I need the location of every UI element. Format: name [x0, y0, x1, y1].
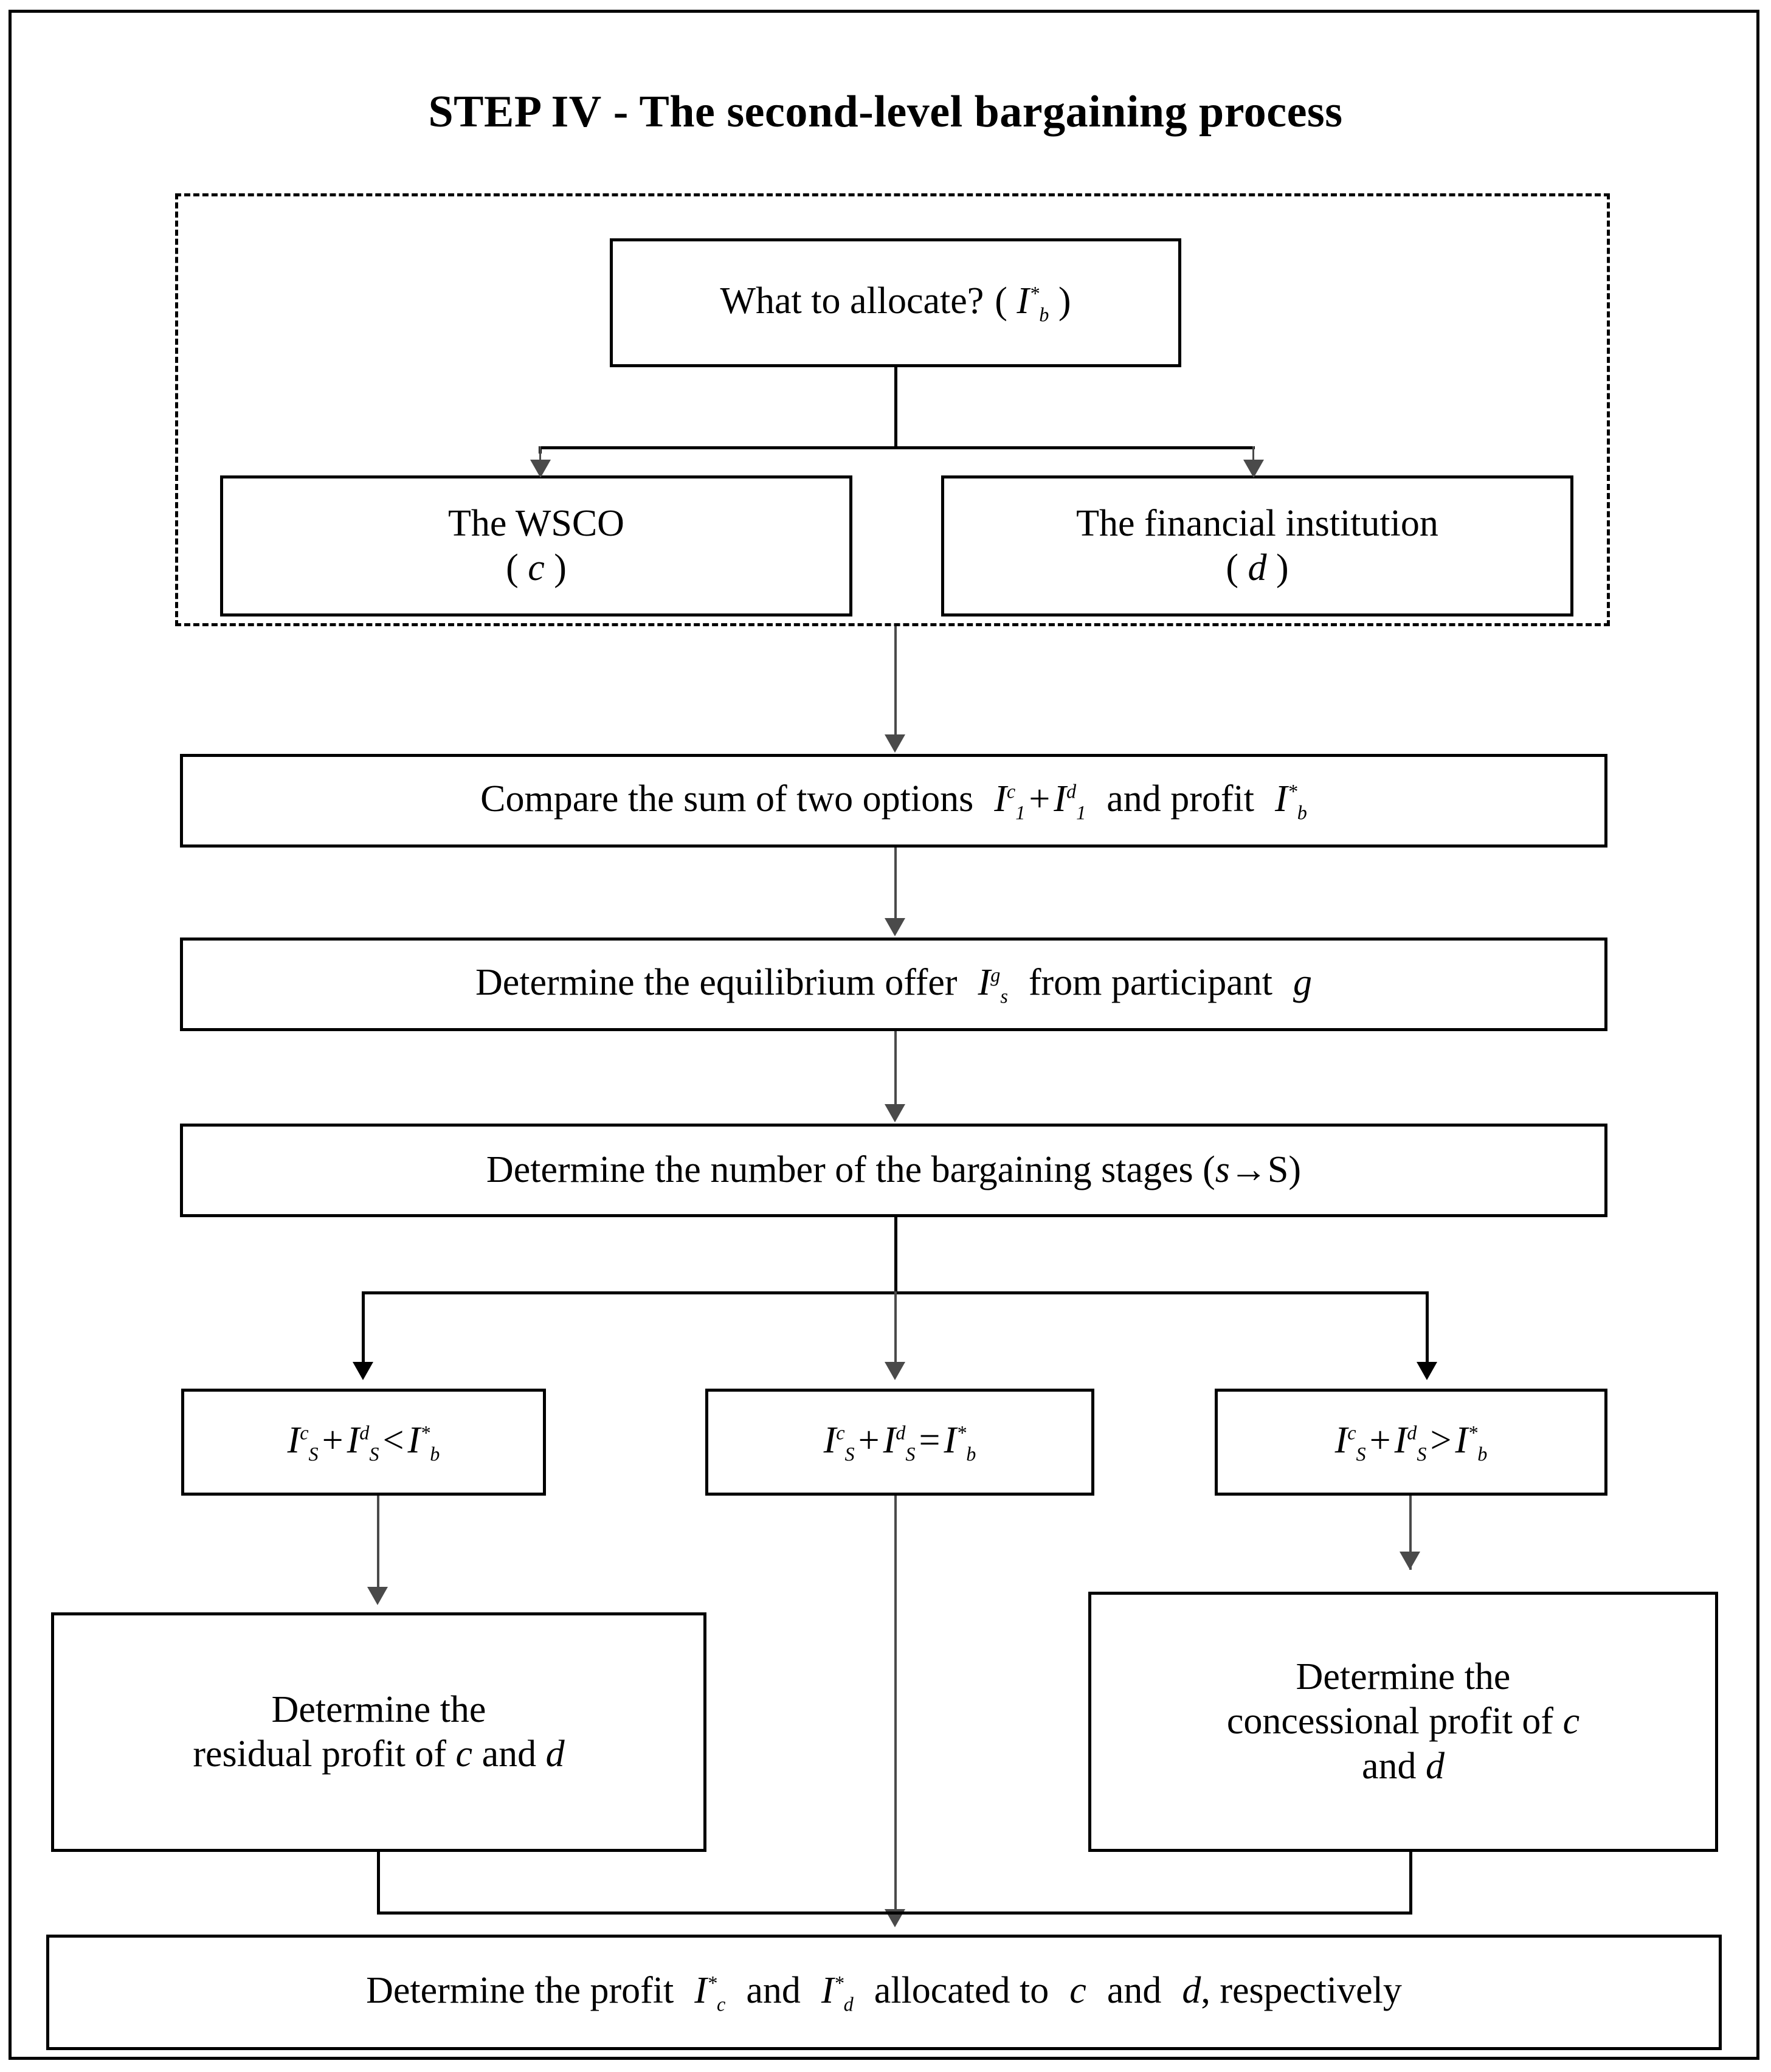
- node-compare-sum[interactable]: Compare the sum of two options Ic1+Id1 and…: [180, 754, 1607, 848]
- compare-formula-a: Ic1+Id1: [994, 778, 1086, 824]
- what-to-allocate-label: What to allocate?: [720, 280, 984, 322]
- concessional-line-3: and d: [1361, 1745, 1445, 1787]
- financial-institution-tag: ( d ): [1226, 547, 1289, 589]
- arrowhead-to-financial: [1243, 460, 1264, 478]
- connector-what-down: [894, 367, 897, 449]
- connector-concessional-down: [1409, 1852, 1412, 1914]
- stages-arrow-icon: →: [1229, 1149, 1268, 1191]
- financial-institution-label: The financial institution: [1076, 502, 1438, 544]
- final-text-b: and: [746, 1970, 801, 2012]
- arrowhead-to-concessional: [1400, 1552, 1420, 1570]
- concessional-line-2: concessional profit of c: [1226, 1701, 1580, 1742]
- arrowhead-to-compare: [885, 734, 905, 753]
- arrowhead-to-condition-equal: [885, 1362, 905, 1380]
- connector-equal-to-final: [894, 1496, 897, 1915]
- arrowhead-to-residual: [367, 1587, 388, 1605]
- connector-residual-down: [377, 1852, 380, 1914]
- connector-to-wsco-stem: [539, 446, 541, 467]
- residual-line-2: residual profit of c and d: [193, 1733, 565, 1775]
- allocation-group-dashed-box: [175, 193, 1610, 626]
- connector-branch-right: [1426, 1291, 1429, 1367]
- connector-greater-to-concessional: [1409, 1496, 1412, 1570]
- node-concessional-profit[interactable]: Determine the concessional profit of c a…: [1088, 1592, 1718, 1852]
- node-condition-less-than[interactable]: IcS+IdS<I*b: [181, 1389, 546, 1496]
- node-wsco[interactable]: The WSCO ( c ): [220, 475, 852, 616]
- residual-line-1: Determine the: [271, 1688, 486, 1730]
- node-equilibrium-offer[interactable]: Determine the equilibrium offer Igs from p…: [180, 938, 1607, 1031]
- condition-greater-formula: IcS+IdS>I*b: [1334, 1420, 1488, 1465]
- stages-close: ): [1288, 1149, 1302, 1191]
- compare-formula-b: I*b: [1274, 778, 1307, 824]
- node-what-to-allocate[interactable]: What to allocate? ( I*b ): [610, 238, 1181, 367]
- title-prefix: STEP: [428, 87, 551, 137]
- title-rest: - The second-level bargaining process: [601, 87, 1343, 137]
- connector-stages-down: [894, 1217, 897, 1294]
- node-condition-greater-than[interactable]: IcS+IdS>I*b: [1215, 1389, 1607, 1496]
- offer-formula-a: Igs: [978, 962, 1008, 1007]
- final-text-d: and: [1106, 1970, 1162, 2012]
- connector-merge-bar: [377, 1911, 1412, 1915]
- page-title: STEP IV - The second-level bargaining pr…: [0, 86, 1771, 138]
- node-bargaining-stages[interactable]: Determine the number of the bargaining s…: [180, 1124, 1607, 1217]
- connector-compare-to-offer: [894, 848, 897, 919]
- connector-branch-left: [362, 1291, 365, 1367]
- concessional-line-1: Determine the: [1296, 1656, 1511, 1698]
- final-var-c: c: [1069, 1970, 1086, 2012]
- wsco-tag: ( c ): [506, 547, 567, 589]
- node-financial-institution[interactable]: The financial institution ( d ): [941, 475, 1573, 616]
- final-text-e: , respectively: [1201, 1970, 1402, 2012]
- node-residual-profit[interactable]: Determine the residual profit of c and d: [51, 1612, 706, 1852]
- arrowhead-to-stages: [885, 1104, 905, 1122]
- arrowhead-to-offer: [885, 918, 905, 936]
- node-final-profit-allocation[interactable]: Determine the profit I*c and I*d allocated t…: [46, 1935, 1722, 2050]
- connector-offer-to-stages: [894, 1031, 897, 1105]
- what-to-allocate-formula: ( I*b ): [995, 280, 1071, 326]
- compare-text-a: Compare the sum of two options: [480, 778, 974, 820]
- title-roman-numeral: IV: [551, 87, 602, 137]
- condition-equal-formula: IcS+IdS=I*b: [823, 1420, 976, 1465]
- condition-less-formula: IcS+IdS<I*b: [287, 1420, 440, 1465]
- connector-branch-middle: [894, 1291, 897, 1367]
- arrowhead-to-wsco: [530, 460, 551, 478]
- connector-split-bar-top: [539, 446, 1255, 449]
- final-text-a: Determine the profit: [366, 1970, 674, 2012]
- stages-text: Determine the number of the bargaining s…: [486, 1149, 1215, 1191]
- final-formula-a: I*c: [694, 1970, 726, 2015]
- offer-text-b: from participant: [1028, 962, 1272, 1004]
- connector-to-fin-stem: [1252, 446, 1254, 467]
- compare-text-b: and profit: [1106, 778, 1254, 820]
- node-condition-equal[interactable]: IcS+IdS=I*b: [705, 1389, 1094, 1496]
- wsco-label: The WSCO: [448, 502, 624, 544]
- final-text-c: allocated to: [874, 1970, 1049, 2012]
- arrowhead-to-condition-greater: [1417, 1362, 1437, 1380]
- offer-text-a: Determine the equilibrium offer: [475, 962, 958, 1004]
- final-formula-b: I*d: [821, 1970, 854, 2015]
- offer-participant-symbol: g: [1293, 962, 1312, 1004]
- connector-group-to-compare: [894, 626, 897, 737]
- stages-to: S: [1267, 1149, 1289, 1191]
- final-var-d: d: [1182, 1970, 1201, 2012]
- connector-less-to-residual: [377, 1496, 379, 1588]
- stages-from: s: [1215, 1149, 1230, 1191]
- arrowhead-to-condition-less: [353, 1362, 373, 1380]
